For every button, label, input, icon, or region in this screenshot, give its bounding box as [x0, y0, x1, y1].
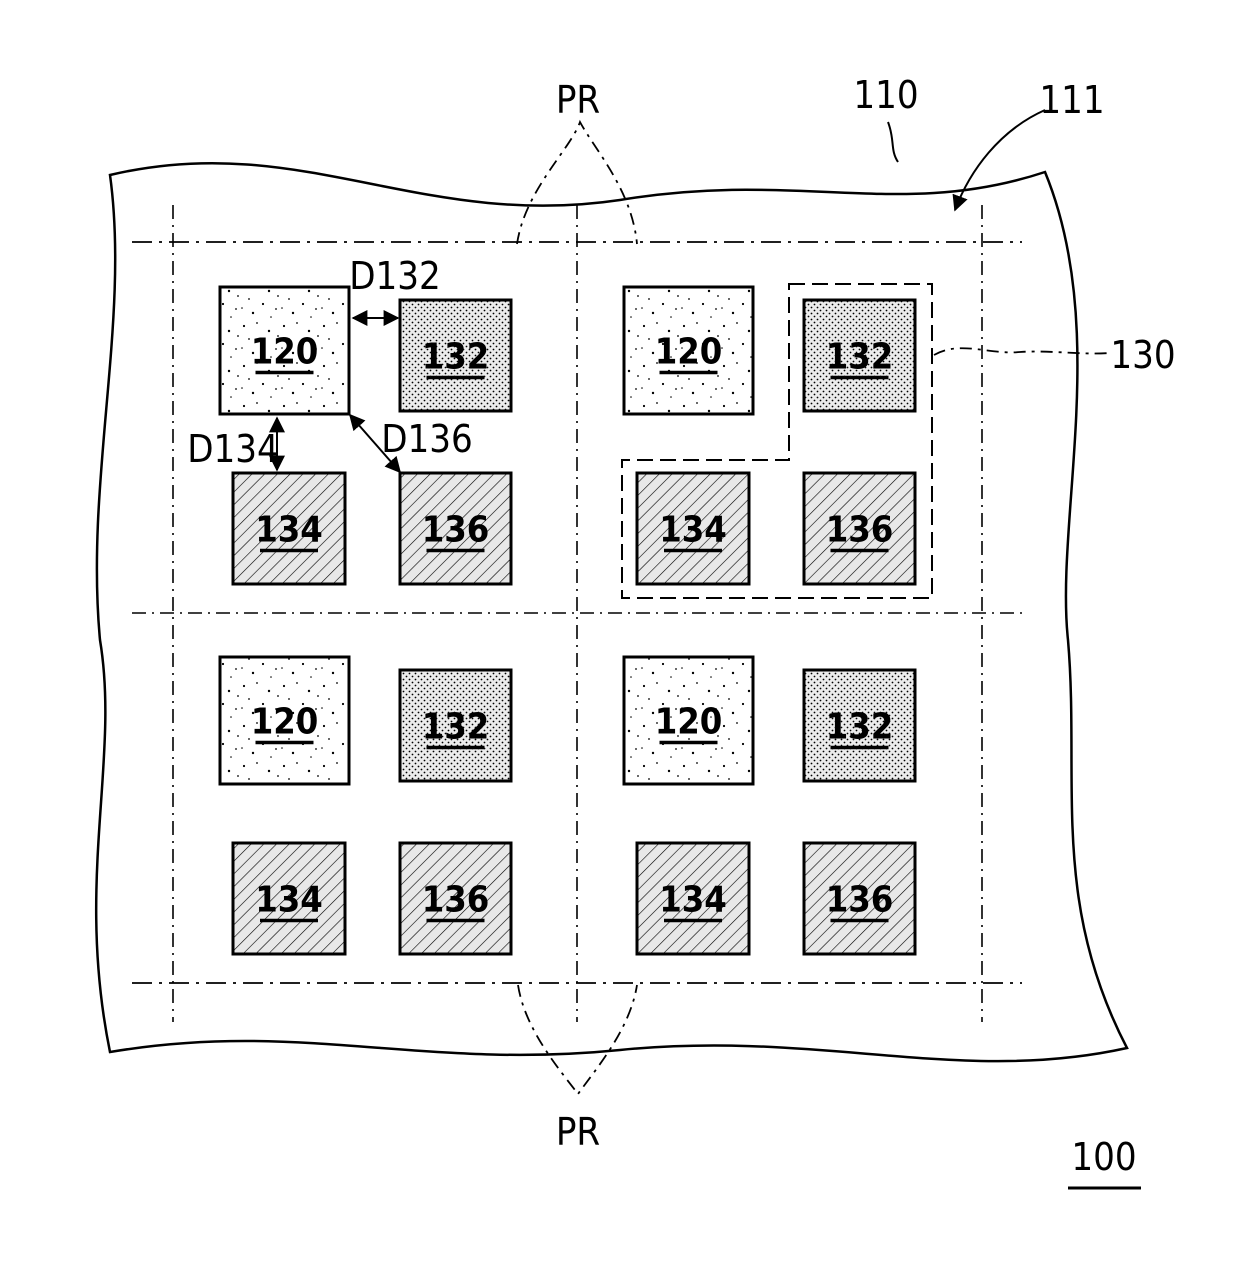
box-label-134: 134 [255, 880, 323, 921]
label-d134: D134 [187, 427, 279, 471]
box-label-134: 134 [659, 510, 727, 551]
box-label-120: 120 [251, 702, 319, 743]
box-label-136: 136 [422, 510, 490, 551]
box-label-132: 132 [826, 337, 894, 378]
box-label-132: 132 [422, 337, 490, 378]
label-pr-top: PR [556, 78, 600, 122]
leader-110 [888, 122, 898, 162]
label-130: 130 [1110, 333, 1175, 377]
label-d132: D132 [349, 254, 441, 298]
box-label-136: 136 [826, 510, 894, 551]
box-label-136: 136 [422, 880, 490, 921]
box-label-120: 120 [655, 332, 723, 373]
label-pr-bottom: PR [556, 1110, 600, 1154]
label-111: 111 [1039, 78, 1104, 122]
label-100: 100 [1071, 1135, 1136, 1179]
label-110: 110 [853, 73, 918, 117]
box-label-120: 120 [251, 332, 319, 373]
box-label-132: 132 [826, 707, 894, 748]
box-label-134: 134 [659, 880, 727, 921]
box-label-136: 136 [826, 880, 894, 921]
box-label-120: 120 [655, 702, 723, 743]
label-d136: D136 [381, 417, 473, 461]
box-label-134: 134 [255, 510, 323, 551]
box-label-132: 132 [422, 707, 490, 748]
